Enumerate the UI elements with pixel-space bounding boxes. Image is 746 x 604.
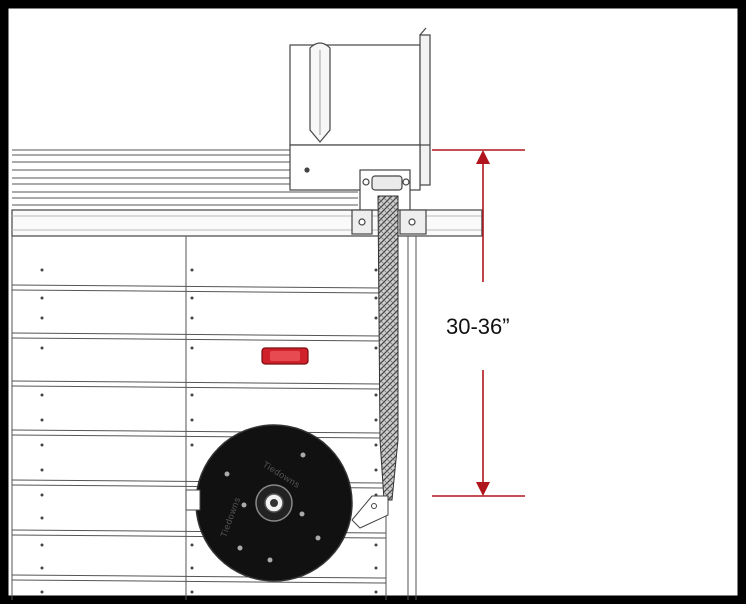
pulley-bracket bbox=[351, 169, 427, 235]
dimension-lines bbox=[432, 149, 525, 497]
dimension-arrow-down bbox=[476, 482, 490, 496]
dimension-arrow-up bbox=[476, 150, 490, 164]
reel-wheel bbox=[195, 424, 353, 582]
reel-mount-bracket bbox=[185, 489, 389, 529]
motor-housing bbox=[289, 27, 431, 191]
reflector bbox=[261, 347, 309, 365]
right-guide bbox=[407, 236, 417, 600]
strap bbox=[377, 195, 399, 501]
slat-rivets bbox=[40, 268, 378, 594]
dimension-label: 30-36” bbox=[446, 314, 510, 339]
